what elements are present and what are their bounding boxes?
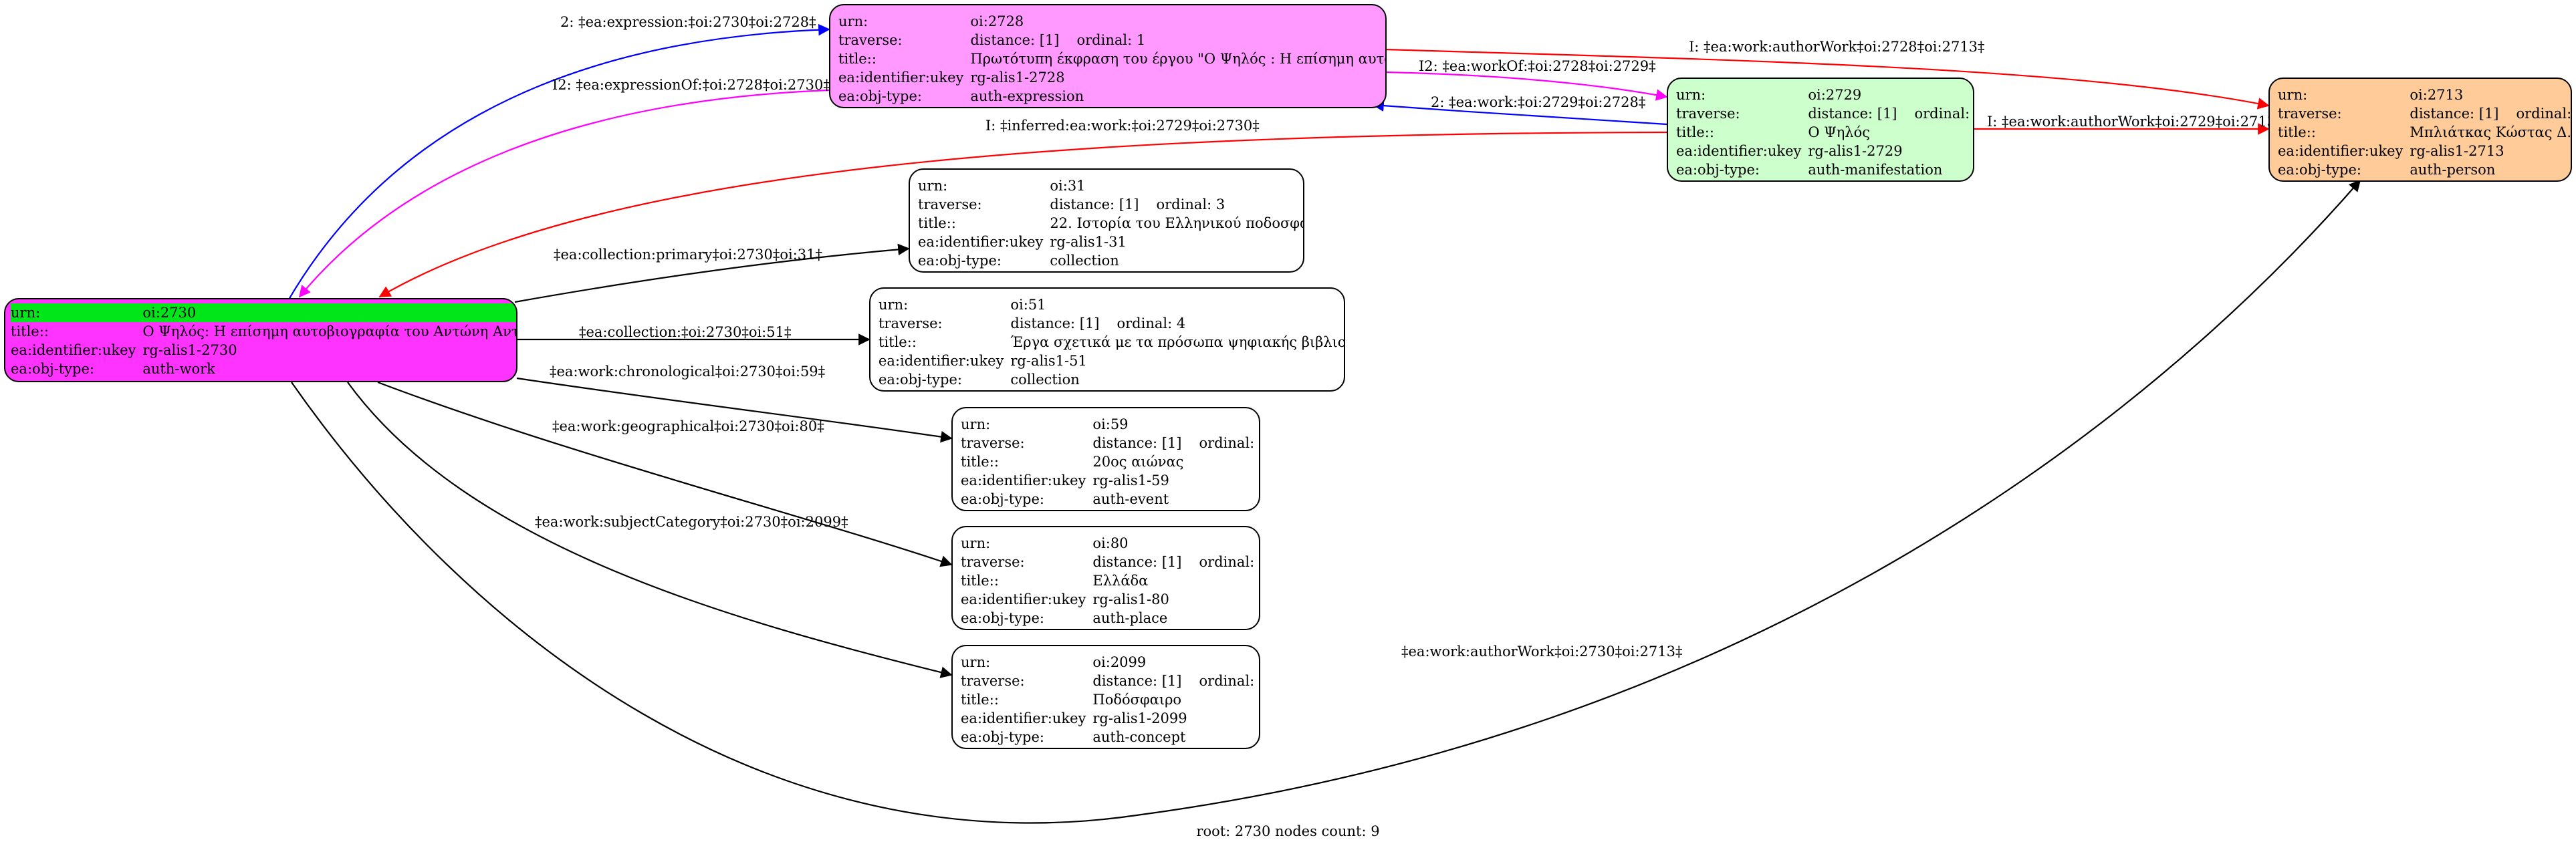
edge-authorWork-2730 <box>291 179 2361 824</box>
edge-label-collection-primary: ‡ea:collection:primary‡oi:2730‡oi:31‡ <box>554 247 822 263</box>
edge-label-chronological: ‡ea:work:chronological‡oi:2730‡oi:59‡ <box>550 364 825 380</box>
node-collection-51[interactable]: urn:oi:51 traverse:distance: [1]ordinal:… <box>869 287 1345 392</box>
node-collection-31[interactable]: urn:oi:31 traverse:distance: [1]ordinal:… <box>909 168 1304 273</box>
edge-geographical <box>377 381 953 567</box>
node-concept-2099[interactable]: urn:oi:2099 traverse:distance: [1]ordina… <box>951 645 1260 749</box>
graph-footer: root: 2730 nodes count: 9 <box>1196 823 1380 839</box>
edge-label-work-2729: 2: ‡ea:work:‡oi:2729‡oi:2728‡ <box>1431 94 1645 110</box>
edge-label-subjectCategory: ‡ea:work:subjectCategory‡oi:2730‡oi:2099… <box>535 514 848 530</box>
node-row-urn: urn: oi:2730 <box>11 303 516 322</box>
edge-label-authorWork-2728: I: ‡ea:work:authorWork‡oi:2728‡oi:2713‡ <box>1689 39 1985 55</box>
edge-label-collection: ‡ea:collection:‡oi:2730‡oi:51‡ <box>579 324 791 340</box>
edge-label-expression: 2: ‡ea:expression:‡oi:2730‡oi:2728‡ <box>560 14 816 30</box>
edge-inferred <box>378 131 1667 297</box>
node-work-2730[interactable]: urn: oi:2730 title:: Ο Ψηλός: Η επίσημη … <box>4 298 517 382</box>
edge-subjectCategory <box>347 382 953 678</box>
node-person-2713[interactable]: urn:oi:2713 traverse:distance: [1]ordina… <box>2268 78 2572 182</box>
node-row-ukey: ea:identifier:ukey rg-alis1-2730 <box>11 342 237 358</box>
edge-authorWork-2728 <box>1385 48 2270 110</box>
edge-expression <box>288 23 830 300</box>
edge-collection-primary <box>514 243 910 303</box>
edge-chronological <box>516 377 953 443</box>
edge-expressionOf <box>298 89 830 298</box>
node-row-objtype: ea:obj-type: auth-work <box>11 361 215 377</box>
edge-workOf <box>1385 71 1668 101</box>
edge-label-expressionOf: I2: ‡ea:expressionOf:‡oi:2728‡oi:2730‡ <box>552 77 830 93</box>
edge-label-authorWork-2729: I: ‡ea:work:authorWork‡oi:2729‡oi:2713‡ <box>1987 114 2283 130</box>
node-manifestation-2729[interactable]: urn:oi:2729 traverse:distance: [1]ordina… <box>1667 78 1974 182</box>
node-expression-2728[interactable]: urn:oi:2728 traverse:distance: [1]ordina… <box>829 4 1387 108</box>
edge-label-workOf: I2: ‡ea:workOf:‡oi:2728‡oi:2729‡ <box>1419 58 1656 74</box>
edge-label-inferred: I: ‡inferred:ea:work:‡oi:2729‡oi:2730‡ <box>985 118 1260 134</box>
edge-work-2729 <box>1372 100 1667 126</box>
node-place-80[interactable]: urn:oi:80 traverse:distance: [1]ordinal:… <box>951 526 1260 630</box>
node-event-59[interactable]: urn:oi:59 traverse:distance: [1]ordinal:… <box>951 407 1260 511</box>
node-row-title: title:: Ο Ψηλός: Η επίσημη αυτοβιογραφία… <box>11 323 516 339</box>
edge-label-authorWork-2730: ‡ea:work:authorWork‡oi:2730‡oi:2713‡ <box>1401 644 1683 660</box>
edge-label-geographical: ‡ea:work:geographical‡oi:2730‡oi:80‡ <box>552 418 824 434</box>
